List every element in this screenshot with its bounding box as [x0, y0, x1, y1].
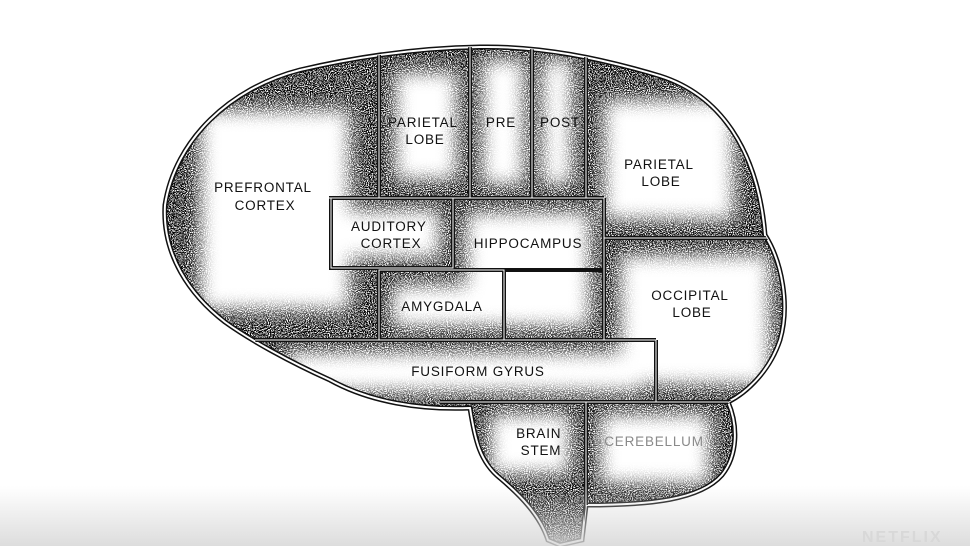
netflix-watermark: NETFLIX	[862, 529, 943, 546]
label-occipital-lobe: OCCIPITAL LOBE	[651, 288, 733, 320]
label-parietal-lobe-left: PARIETAL LOBE	[388, 115, 462, 147]
region-divider-highlights	[255, 46, 785, 546]
label-pre: PRE	[486, 115, 516, 130]
label-post: POST	[540, 115, 580, 130]
label-cerebellum: CEREBELLUM	[604, 434, 704, 449]
label-prefrontal-cortex: PREFRONTAL CORTEX	[214, 180, 316, 213]
region-labels: PREFRONTAL CORTEX PARIETAL LOBE PRE POST…	[214, 115, 733, 458]
label-parietal-lobe-right: PARIETAL LOBE	[624, 157, 698, 189]
label-brain-stem: BRAIN STEM	[516, 426, 566, 458]
label-hippocampus: HIPPOCAMPUS	[474, 236, 583, 251]
label-auditory-cortex: AUDITORY CORTEX	[351, 219, 431, 251]
label-amygdala: AMYGDALA	[401, 299, 482, 314]
label-fusiform-gyrus: FUSIFORM GYRUS	[411, 364, 544, 379]
